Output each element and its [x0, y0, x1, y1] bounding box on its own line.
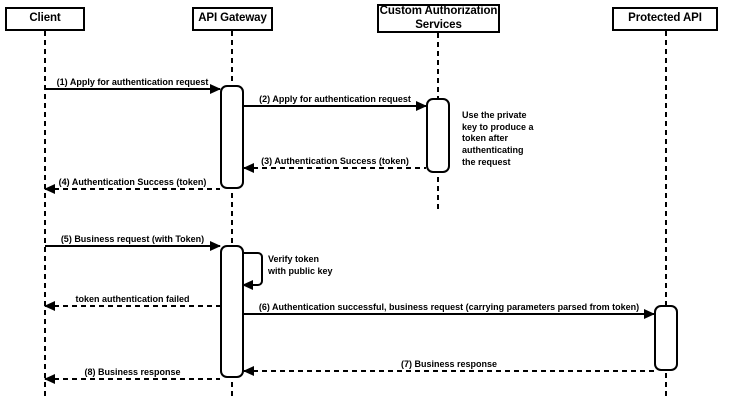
actor-client-label: Client [29, 12, 61, 25]
actor-custom-authorization-services[interactable]: Custom Authorization Services [377, 4, 500, 33]
message-5-line [45, 245, 220, 247]
arrow-left-icon [243, 163, 254, 173]
message-4-label: (4) Authentication Success (token) [58, 177, 207, 187]
message-3-line [244, 167, 426, 169]
arrow-left-icon [242, 280, 253, 290]
actor-api-gateway-label: API Gateway [198, 12, 267, 25]
message-1-line [45, 88, 220, 90]
activation-protected-api[interactable] [654, 305, 678, 371]
message-4-authentication-success[interactable]: (4) Authentication Success (token) [44, 177, 220, 194]
message-7-line [244, 370, 654, 372]
actor-custom-authorization-services-label: Custom Authorization Services [379, 5, 498, 31]
arrow-left-icon [44, 374, 55, 384]
message-7-label: (7) Business response [400, 359, 498, 369]
note-private-key-token[interactable]: Use the private key to produce a token a… [462, 110, 534, 167]
arrow-right-icon [416, 101, 427, 111]
activation-custom-authorization-services[interactable] [426, 98, 450, 173]
arrow-left-icon [44, 301, 55, 311]
lifeline-client [44, 31, 46, 399]
message-failed-label: token authentication failed [75, 294, 190, 304]
message-2-apply-authentication[interactable]: (2) Apply for authentication request [244, 94, 427, 111]
arrow-right-icon [210, 241, 221, 251]
message-token-authentication-failed[interactable]: token authentication failed [44, 294, 220, 311]
message-8-business-response[interactable]: (8) Business response [44, 367, 220, 384]
activation-api-gateway-auth[interactable] [220, 85, 244, 189]
lifeline-api-gateway [231, 31, 233, 399]
arrow-right-icon [644, 309, 655, 319]
message-3-label: (3) Authentication Success (token) [261, 156, 409, 166]
actor-api-gateway[interactable]: API Gateway [192, 7, 273, 31]
arrow-left-icon [243, 366, 254, 376]
message-5-business-request[interactable]: (5) Business request (with Token) [45, 234, 221, 251]
actor-protected-api[interactable]: Protected API [612, 7, 718, 31]
message-2-line [244, 105, 426, 107]
activation-api-gateway-business[interactable] [220, 245, 244, 378]
self-message-verify-token[interactable] [242, 252, 263, 290]
message-8-line [45, 378, 220, 380]
actor-protected-api-label: Protected API [628, 12, 702, 25]
message-5-label: (5) Business request (with Token) [60, 234, 205, 244]
arrow-left-icon [44, 184, 55, 194]
message-6-authentication-successful-business-request[interactable]: (6) Authentication successful, business … [244, 302, 655, 319]
message-8-label: (8) Business response [84, 367, 181, 377]
message-3-authentication-success[interactable]: (3) Authentication Success (token) [243, 156, 426, 173]
arrow-right-icon [210, 84, 221, 94]
message-4-line [45, 188, 220, 190]
actor-client[interactable]: Client [5, 7, 85, 31]
message-2-label: (2) Apply for authentication request [259, 94, 411, 104]
lifeline-protected-api [665, 31, 667, 399]
message-1-apply-authentication[interactable]: (1) Apply for authentication request [45, 77, 221, 94]
message-failed-line [45, 305, 220, 307]
message-1-label: (1) Apply for authentication request [56, 77, 209, 87]
self-message-verify-token-label: Verify token with public key [268, 254, 333, 276]
message-6-line [244, 313, 654, 315]
message-6-label: (6) Authentication successful, business … [258, 302, 640, 312]
message-7-business-response[interactable]: (7) Business response [243, 359, 654, 376]
